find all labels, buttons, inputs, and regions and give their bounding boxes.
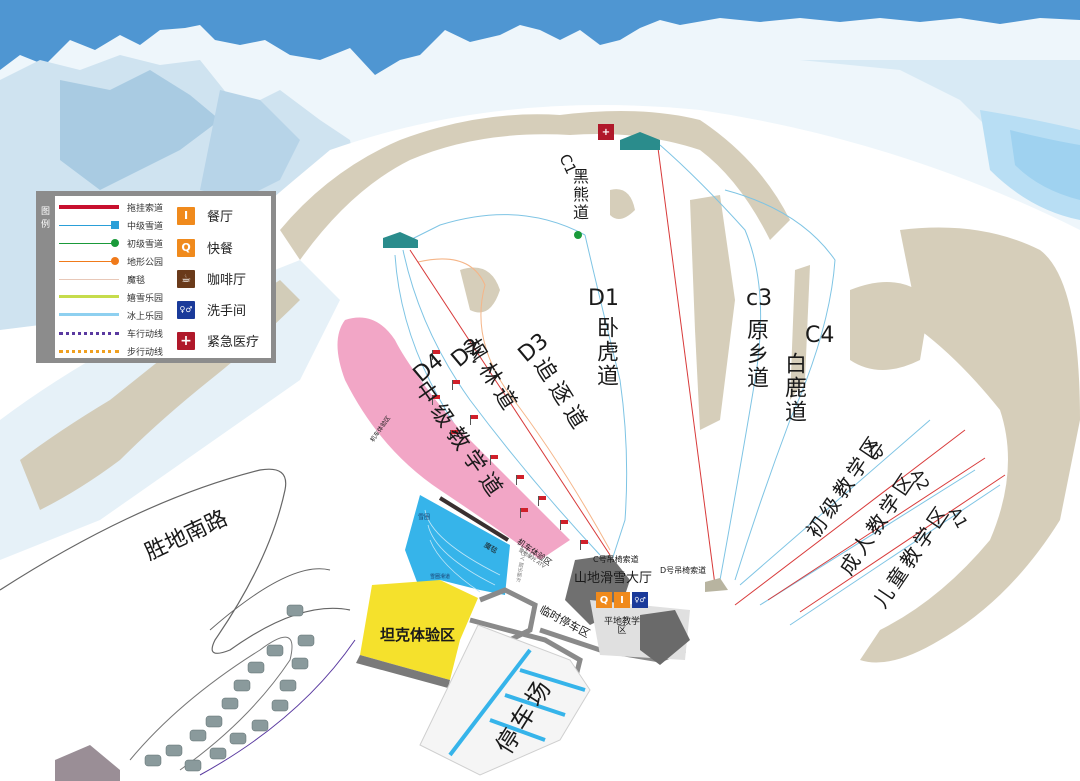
slalom-flag-icon xyxy=(470,415,479,425)
fast-food-icon: Q xyxy=(177,238,195,257)
fast-food-icon[interactable]: Q xyxy=(596,592,612,608)
legend-facility-restaurant: I 餐厅 xyxy=(177,206,233,225)
lift-c-label[interactable]: C号吊椅索道 xyxy=(593,555,639,564)
restroom-icon: ♀♂ xyxy=(177,300,195,319)
legend-label: 地形公园 xyxy=(127,257,164,268)
map-legend: 图例 拖挂索道 中级雪道 初级雪道 地形公园 魔毯 嬉雪乐园 冰上乐园 xyxy=(36,191,276,363)
legend-facility-fast-food: Q 快餐 xyxy=(177,238,233,257)
slalom-flag-icon xyxy=(450,430,459,440)
lodge-label[interactable]: 山地滑雪大厅 xyxy=(574,571,653,586)
lift-d-label[interactable]: D号吊椅索道 xyxy=(660,566,707,575)
legend-item-drag-lift: 拖挂索道 xyxy=(59,200,163,214)
legend-item-vehicle-route: 车行动线 xyxy=(59,326,163,340)
slalom-flag-icon xyxy=(560,520,569,530)
slalom-flag-icon xyxy=(520,508,529,518)
legend-item-intermediate-trail: 中级雪道 xyxy=(59,218,163,232)
flat-teaching-label[interactable]: 平地教学区 xyxy=(603,617,640,636)
legend-label: 中级雪道 xyxy=(127,221,164,232)
legend-item-terrain-park: 地形公园 xyxy=(59,254,163,268)
trail-c4-name[interactable]: 白鹿道 xyxy=(781,352,806,424)
legend-label: 魔毯 xyxy=(127,275,146,286)
snow-tube-label: 雪圈 xyxy=(418,514,431,521)
trail-d1-code[interactable]: D1 xyxy=(588,286,619,311)
slalom-flag-icon xyxy=(490,455,499,465)
trail-c3-name[interactable]: 原乡道 xyxy=(743,318,768,390)
slalom-flag-icon xyxy=(432,350,441,360)
legend-item-ice-park: 冰上乐园 xyxy=(59,308,163,322)
legend-facility-label: 餐厅 xyxy=(207,210,234,225)
medical-cross-icon[interactable]: + xyxy=(598,124,614,140)
slalom-flag-icon xyxy=(432,395,441,405)
slalom-flag-icon xyxy=(452,380,461,390)
slalom-flag-icon xyxy=(538,496,547,506)
legend-label: 冰上乐园 xyxy=(127,311,164,322)
legend-facility-coffee: ☕ 咖啡厅 xyxy=(177,269,246,288)
snow-tubing-lane-label: 雪圈滑道 xyxy=(430,574,451,580)
legend-item-snow-park: 嬉雪乐园 xyxy=(59,290,163,304)
legend-label: 嬉雪乐园 xyxy=(127,293,164,304)
legend-item-magic-carpet: 魔毯 xyxy=(59,272,145,286)
legend-item-beginner-trail: 初级雪道 xyxy=(59,236,163,250)
legend-facility-label: 紧急医疗 xyxy=(207,335,260,350)
trail-c4-code[interactable]: C4 xyxy=(805,323,835,348)
trail-c3-code[interactable]: c3 xyxy=(746,286,773,311)
slalom-flag-icon xyxy=(516,475,525,485)
legend-label: 拖挂索道 xyxy=(127,203,164,214)
legend-facility-label: 快餐 xyxy=(207,242,234,257)
legend-facility-restroom: ♀♂ 洗手间 xyxy=(177,300,246,319)
trail-c1-name[interactable]: 黑熊道 xyxy=(570,168,589,222)
legend-label: 初级雪道 xyxy=(127,239,164,250)
restaurant-icon: I xyxy=(177,206,195,225)
restroom-icon[interactable]: ♀♂ xyxy=(632,592,648,608)
legend-facility-medical: + 紧急医疗 xyxy=(177,331,259,350)
legend-facility-label: 咖啡厅 xyxy=(207,273,247,288)
legend-title: 图例 xyxy=(41,196,55,358)
legend-label: 车行动线 xyxy=(127,329,164,340)
trail-d1-name[interactable]: 卧虎道 xyxy=(593,316,618,388)
slalom-flag-icon xyxy=(580,540,589,550)
legend-item-walking-route: 步行动线 xyxy=(59,344,163,358)
legend-facility-label: 洗手间 xyxy=(207,304,247,319)
medical-cross-icon: + xyxy=(177,331,195,350)
tank-zone-label[interactable]: 坦克体验区 xyxy=(380,626,456,644)
legend-label: 步行动线 xyxy=(127,347,164,358)
restaurant-icon[interactable]: I xyxy=(614,592,630,608)
coffee-icon: ☕ xyxy=(177,269,195,288)
